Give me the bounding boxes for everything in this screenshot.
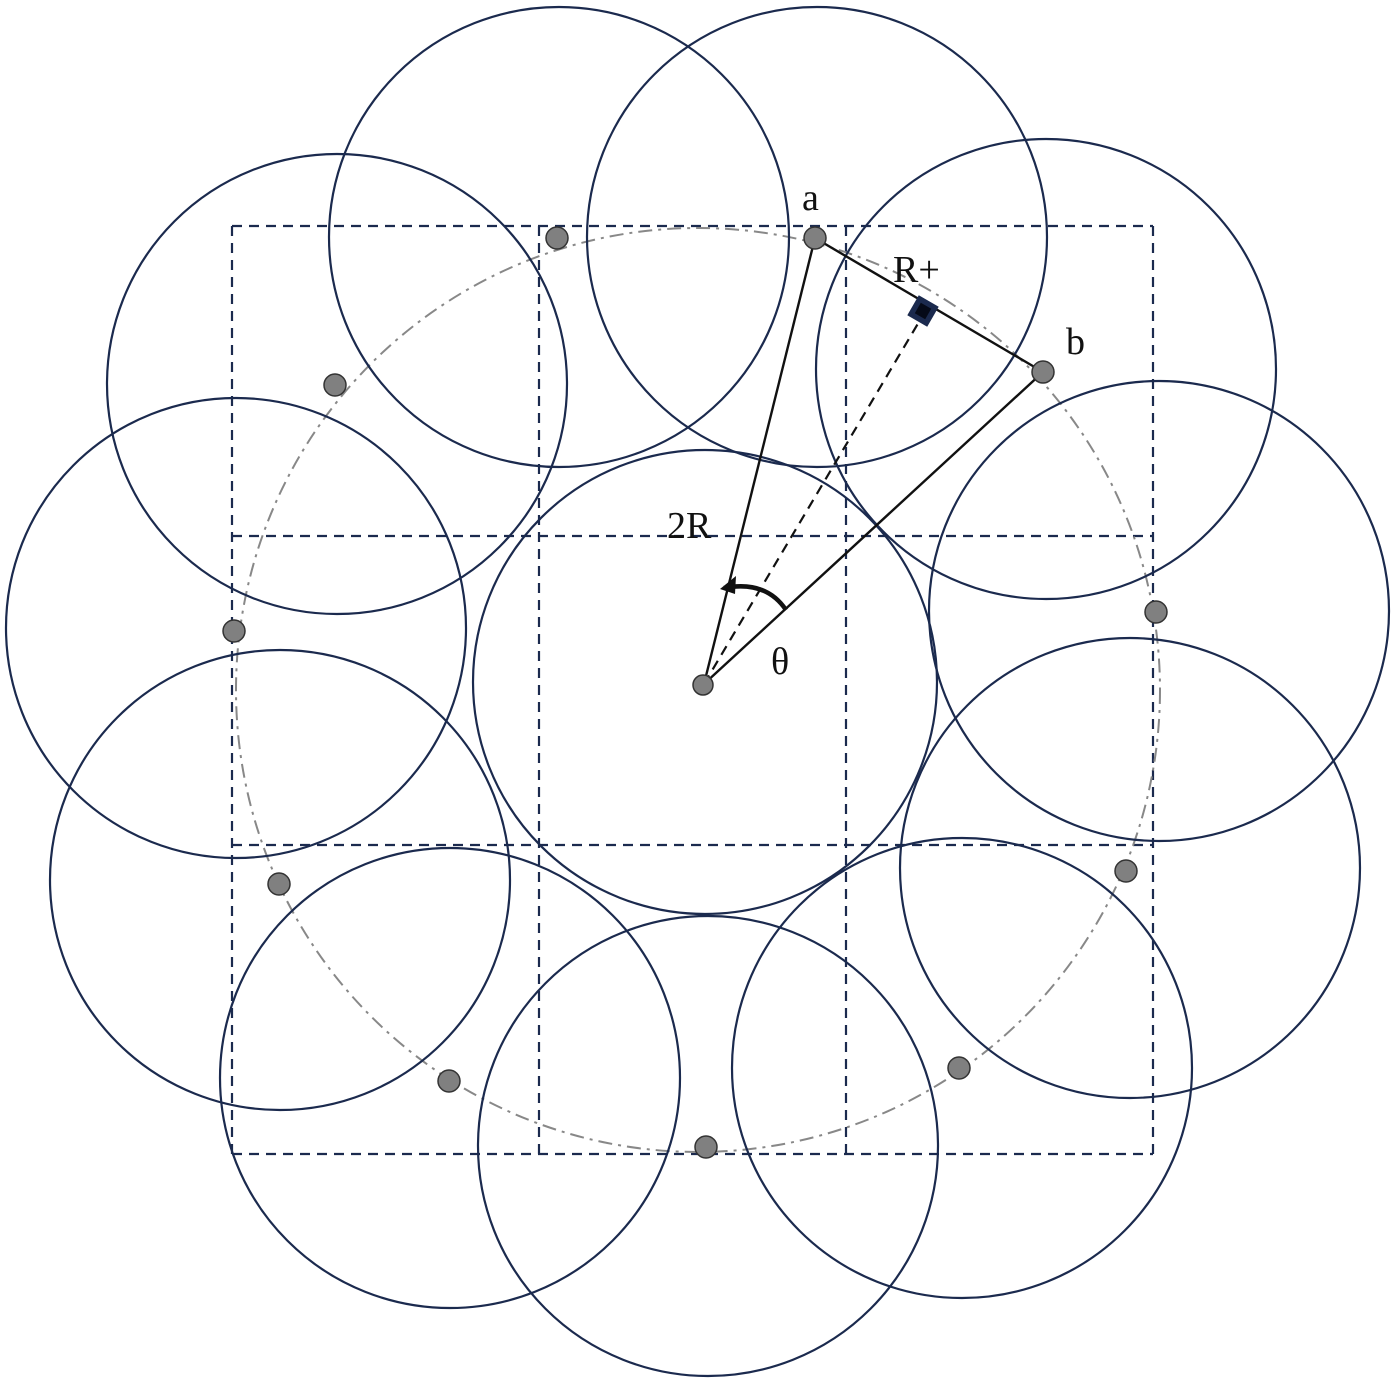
coverage-circle: [898, 636, 1362, 1100]
label-a: a: [802, 177, 819, 219]
label-two-r: 2R: [667, 505, 712, 547]
line-center-to-b: [703, 371, 1044, 685]
line-center-to-midpoint: [703, 304, 930, 685]
coverage-circle: [48, 648, 512, 1112]
node-a: [803, 226, 827, 250]
coverage-circle: [927, 379, 1391, 843]
coverage-circle: [218, 846, 682, 1310]
label-r-plus: R+: [893, 249, 940, 291]
outer-node: [1144, 600, 1168, 624]
coverage-circle: [476, 914, 940, 1378]
coverage-circle: [585, 5, 1049, 469]
center-coverage-circle: [471, 448, 939, 916]
right-angle-marker-inner: [914, 302, 932, 320]
outer-node: [437, 1069, 461, 1093]
coverage-circle: [730, 836, 1194, 1300]
labels: a b R+ 2R θ: [667, 177, 1085, 683]
outer-node: [545, 226, 569, 250]
label-b: b: [1066, 321, 1085, 363]
coverage-circle: [105, 152, 569, 616]
node-b: [1031, 360, 1055, 384]
coverage-circles: [4, 5, 1391, 1378]
coverage-circle: [327, 5, 791, 469]
nodes: [222, 226, 1168, 1159]
label-theta: θ: [771, 641, 789, 683]
center-node: [692, 674, 714, 696]
outer-node: [1114, 859, 1138, 883]
angle-arrowhead: [720, 576, 736, 594]
outer-node: [947, 1056, 971, 1080]
coverage-circle: [814, 137, 1278, 601]
outer-node: [222, 619, 246, 643]
coverage-circle: [4, 396, 468, 860]
outer-node: [267, 872, 291, 896]
construction-lines: [702, 236, 1044, 685]
outer-node: [323, 373, 347, 397]
line-center-to-a: [702, 237, 817, 685]
outer-node: [694, 1135, 718, 1159]
